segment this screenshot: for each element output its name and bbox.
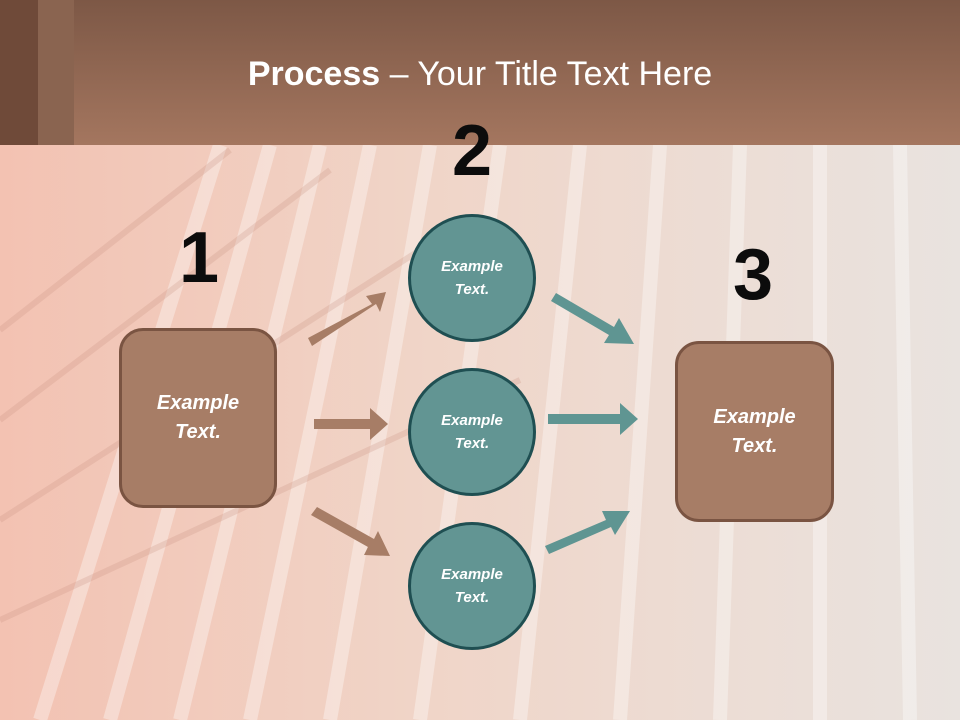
step-number-3: 3 xyxy=(732,235,774,315)
circle-text: Example Text. xyxy=(441,258,503,298)
step-1-text: Example Text. xyxy=(156,392,240,443)
arrow-to-bottom-circle xyxy=(311,507,390,556)
teal-arrows xyxy=(545,293,638,554)
arrow-to-top-circle xyxy=(308,292,386,346)
circle-text: Example Text. xyxy=(441,412,503,452)
brown-arrows xyxy=(308,292,390,556)
title-bar: Process – Your Title Text Here xyxy=(0,0,960,145)
step-2-circle-top: Example Text. xyxy=(408,214,536,342)
arrow-to-middle-circle xyxy=(314,408,388,440)
arrow-from-bottom-circle xyxy=(545,511,630,554)
step-number-2: 2 xyxy=(451,111,493,191)
title-bar-accent xyxy=(38,0,74,145)
title-bold: Process xyxy=(247,55,381,93)
slide-title: Process – Your Title Text Here xyxy=(0,52,960,96)
step-3-text: Example Text. xyxy=(713,405,796,457)
step-3-box: Example Text. xyxy=(675,341,834,522)
title-bar-accent xyxy=(0,0,38,145)
arrow-from-top-circle xyxy=(551,293,634,344)
title-rest: – Your Title Text Here xyxy=(380,55,713,93)
step-1-box: Example Text. xyxy=(119,328,277,508)
step-2-circle-middle: Example Text. xyxy=(408,368,536,496)
step-number-1: 1 xyxy=(178,218,220,298)
circle-text: Example Text. xyxy=(441,566,503,606)
step-2-circle-bottom: Example Text. xyxy=(408,522,536,650)
arrow-from-middle-circle xyxy=(548,403,638,435)
